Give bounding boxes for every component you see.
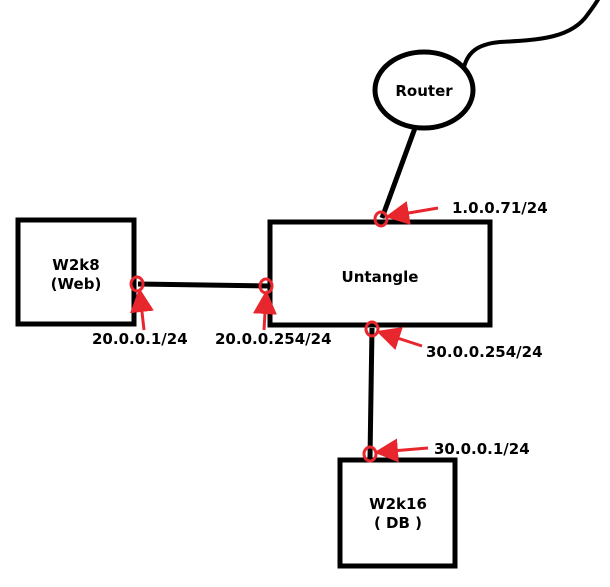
w2k16-node: W2k16 ( DB ) — [337, 457, 458, 569]
untangle-w2k16-link — [367, 327, 375, 459]
w2k8-label-line2: (Web) — [51, 275, 102, 293]
router-node: Router — [372, 49, 476, 131]
w2k16-label-line2: ( DB ) — [374, 514, 422, 532]
w2k8-shape — [15, 217, 137, 327]
ip-w2k8: 20.0.0.1/24 — [92, 330, 188, 348]
router-untangle-link — [379, 127, 418, 219]
arrow-w2k16 — [374, 438, 429, 463]
w2k16-shape — [337, 457, 458, 569]
ip-untangle-lan-db: 30.0.0.254/24 — [426, 343, 543, 361]
w2k16-label-line1: W2k16 — [369, 495, 427, 513]
ip-w2k16: 30.0.0.1/24 — [434, 440, 530, 458]
router-label: Router — [395, 82, 453, 100]
router-shape — [372, 49, 476, 131]
arrow-w2k8 — [130, 288, 154, 331]
arrow-untangle-lan-db — [376, 327, 423, 350]
ip-untangle-lan-web: 20.0.0.254/24 — [215, 330, 332, 348]
untangle-shape — [267, 219, 493, 328]
arrow-untangle-lan-web — [252, 290, 277, 331]
untangle-label: Untangle — [342, 268, 419, 286]
w2k8-node: W2k8 (Web) — [15, 217, 137, 327]
w2k8-label-line1: W2k8 — [52, 256, 99, 274]
untangle-node: Untangle — [267, 219, 493, 328]
ip-untangle-wan: 1.0.0.71/24 — [452, 199, 548, 217]
internet-link — [461, 0, 601, 74]
arrow-untangle-wan — [385, 201, 439, 225]
w2k8-untangle-link — [137, 281, 269, 289]
